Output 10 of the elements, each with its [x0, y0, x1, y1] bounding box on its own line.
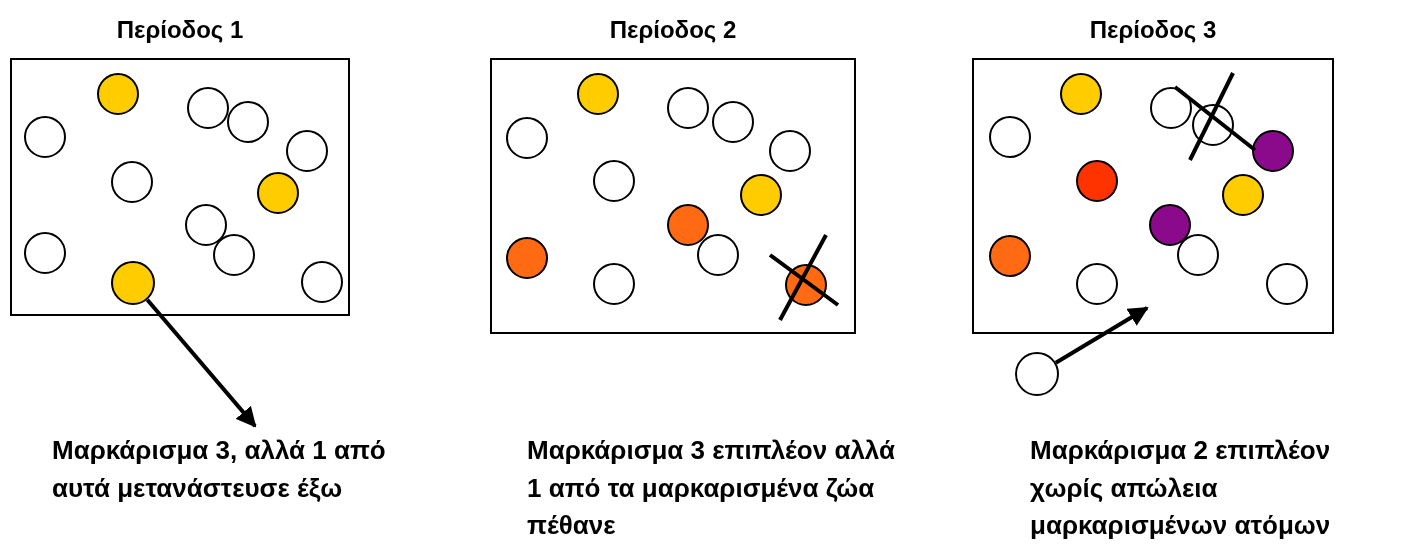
- period-heading: Περίοδος 1: [115, 16, 245, 44]
- arrow: [145, 298, 257, 428]
- caption-text: Μαρκάρισμα 3 επιπλέον αλλά 1 από τα μαρκαρισμένα ζώα πέθανε: [527, 434, 896, 543]
- arrow: [1054, 306, 1149, 365]
- caption-text: Μαρκάρισμα 2 επιπλέον χωρίς απώλεια μαρκαρισμένων ατόμων: [1030, 434, 1332, 543]
- animal-circle: [111, 261, 155, 305]
- animal-circle: [1015, 352, 1059, 396]
- caption-text: Μαρκάρισμα 3, αλλά 1 από αυτά μετανάστευσε έξω: [52, 432, 402, 508]
- period-heading: Περίοδος 3: [1088, 16, 1218, 44]
- period-heading: Περίοδος 2: [608, 16, 738, 44]
